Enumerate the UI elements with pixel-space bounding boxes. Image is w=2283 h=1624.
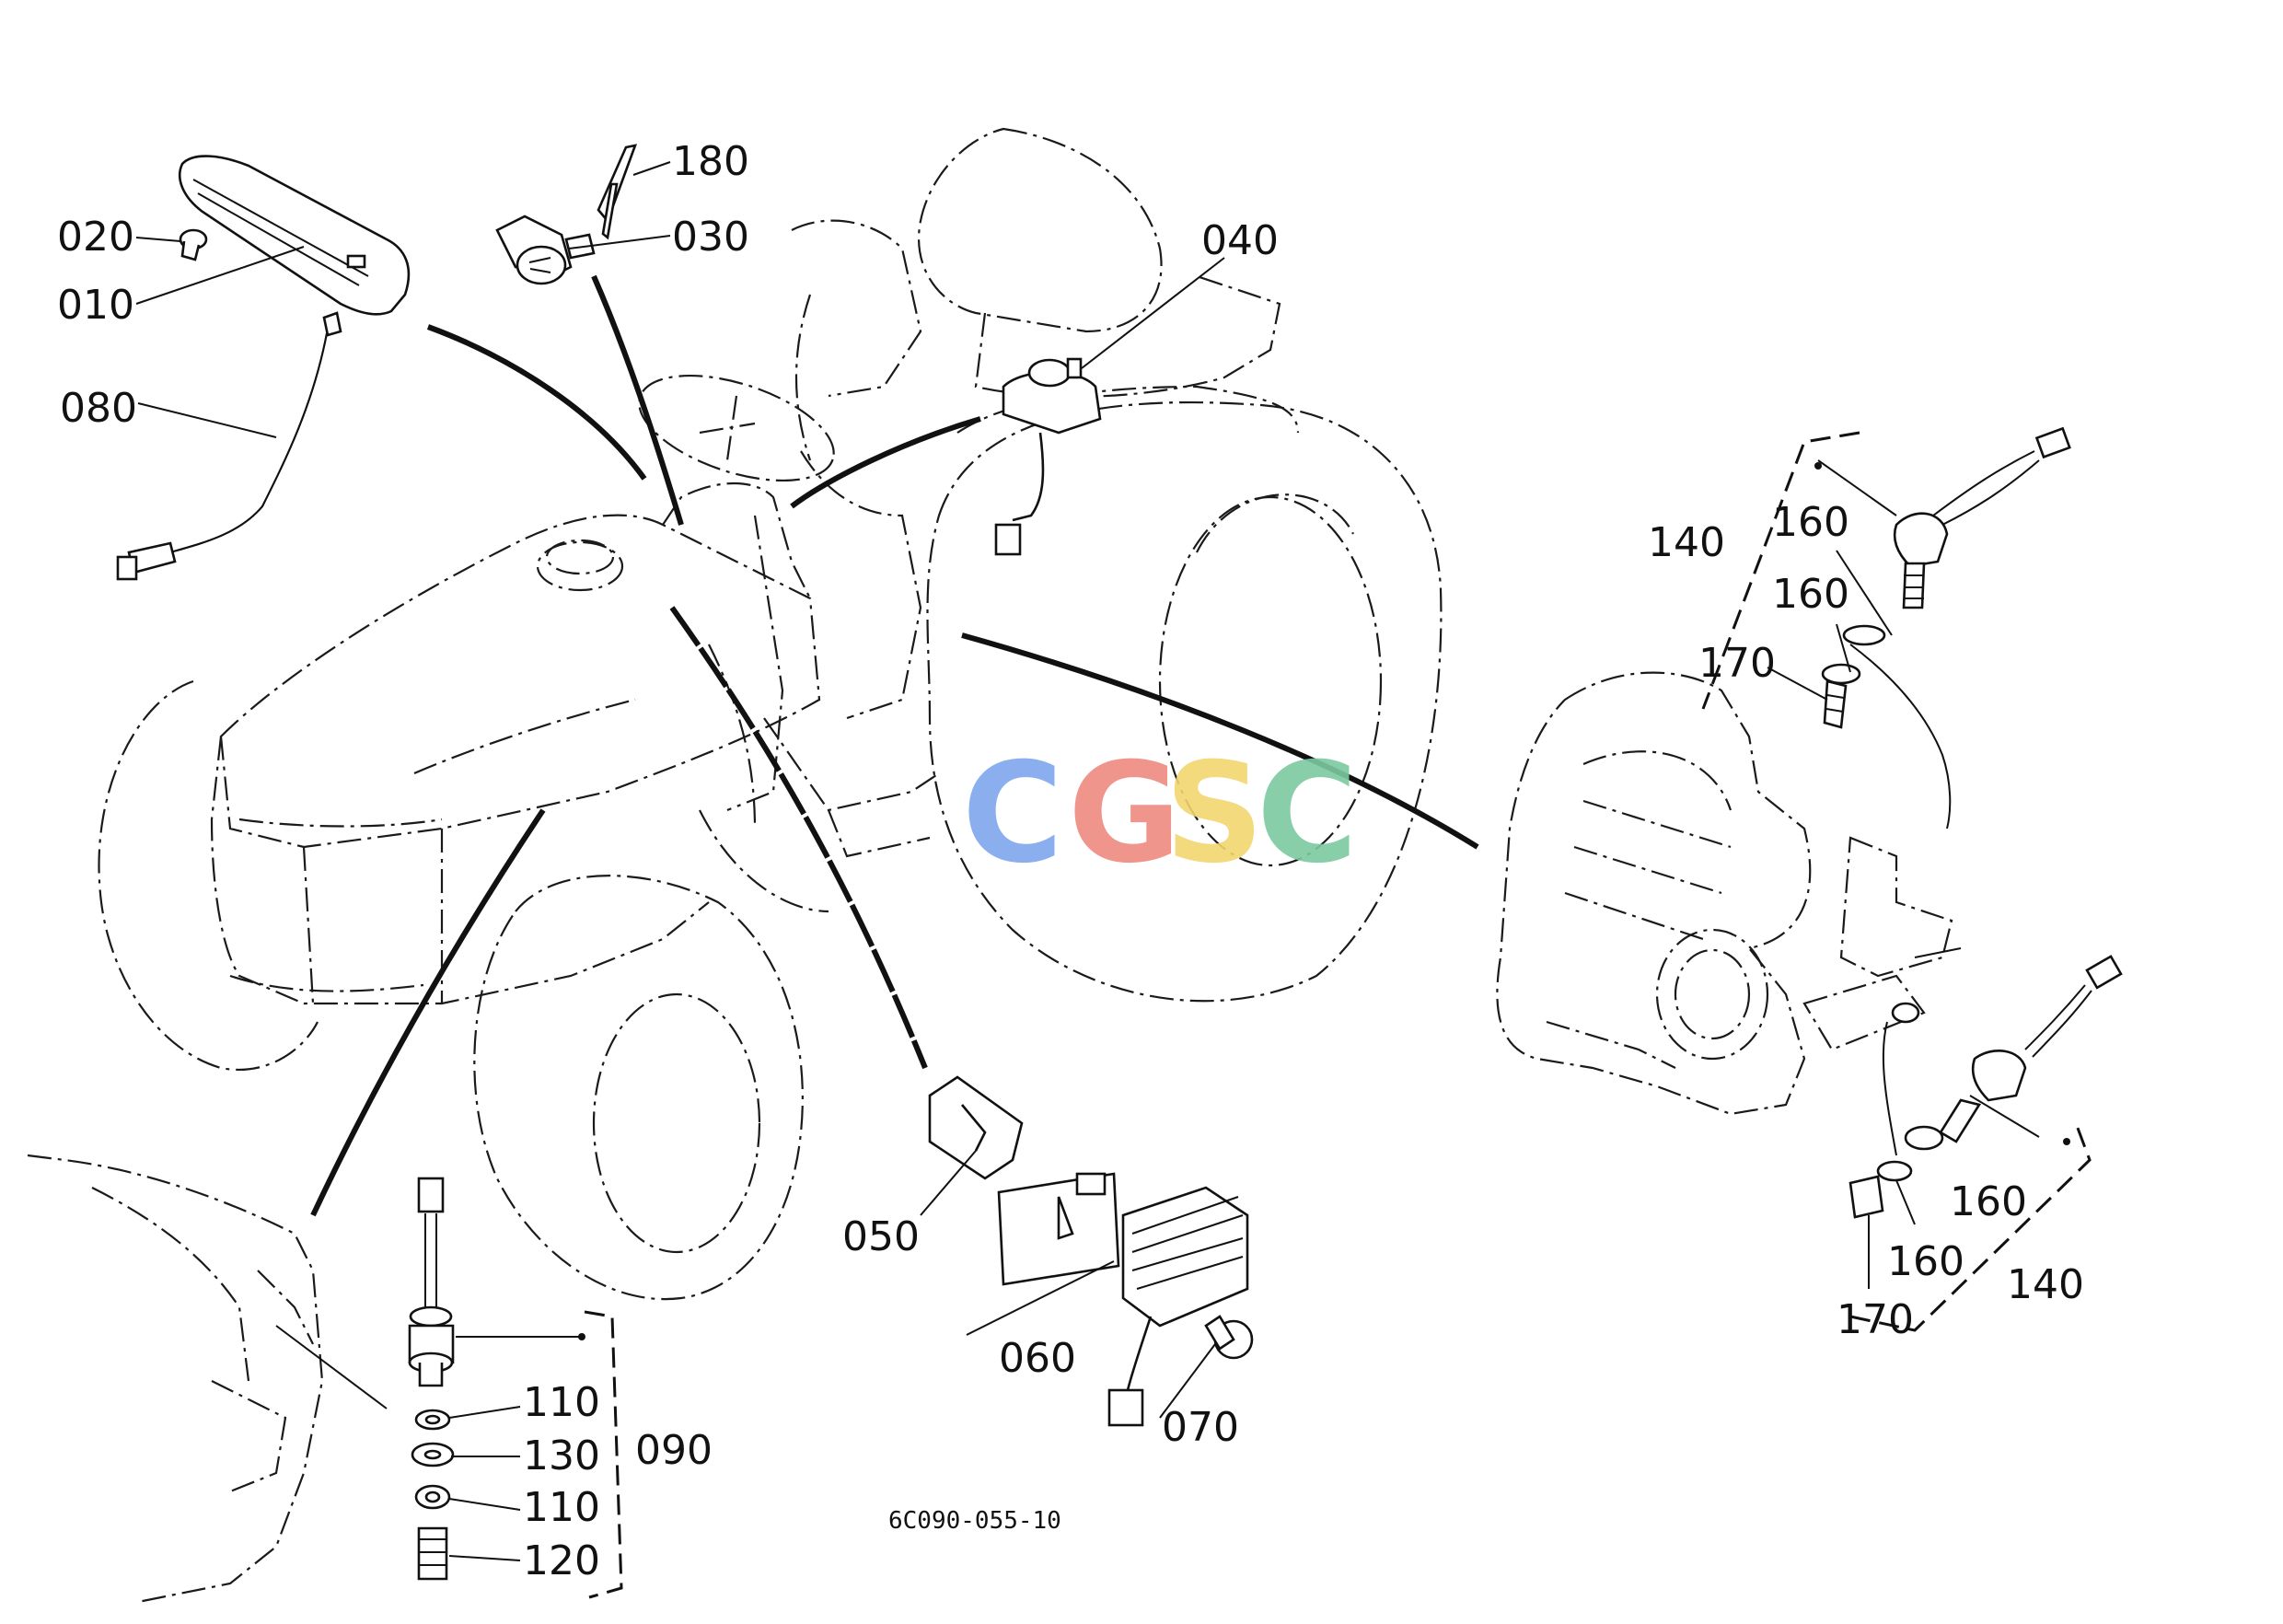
callout-140-upper: 140 — [1648, 519, 1725, 566]
callout-020: 020 — [57, 214, 134, 261]
callout-160-lower-a: 160 — [1950, 1178, 2027, 1225]
watermark-letter-g: G — [1068, 734, 1181, 894]
part-110-washer-top — [414, 1409, 451, 1431]
part-040-key-switch — [994, 357, 1102, 556]
callout-110-top: 110 — [523, 1379, 600, 1426]
callout-leaders — [135, 161, 2040, 1561]
callout-160-upper-b: 160 — [1772, 571, 1849, 618]
part-030-switch — [495, 215, 596, 285]
callout-050: 050 — [842, 1213, 920, 1260]
callout-140-lower: 140 — [2007, 1261, 2084, 1308]
part-050-relay — [928, 1075, 1024, 1180]
part-090-sensor — [408, 1177, 455, 1387]
tractor-outline — [98, 127, 1443, 1301]
watermark-letter-c2: C — [1257, 734, 1358, 894]
connector-lines — [310, 274, 1479, 1217]
callout-080: 080 — [60, 385, 137, 432]
watermark-letter-s: S — [1165, 734, 1264, 894]
callout-040: 040 — [1201, 217, 1279, 264]
callout-120: 120 — [523, 1537, 600, 1584]
callout-170-upper: 170 — [1698, 640, 1776, 687]
group-brackets — [584, 431, 2092, 1599]
callout-160-upper-a: 160 — [1772, 499, 1849, 546]
callout-030: 030 — [672, 214, 749, 261]
part-010-panel-cover — [178, 155, 411, 316]
callout-110-bottom: 110 — [523, 1484, 600, 1531]
watermark-logo: C G S C — [962, 734, 1358, 894]
callout-130: 130 — [523, 1433, 600, 1479]
part-120-plug — [417, 1526, 448, 1581]
callout-180: 180 — [672, 138, 749, 185]
part-020-screw — [179, 228, 208, 261]
part-060-regulator — [997, 1172, 1249, 1427]
callout-060: 060 — [999, 1335, 1076, 1382]
watermark-letter-c1: C — [962, 734, 1063, 894]
part-070-bolt — [1204, 1315, 1254, 1360]
anchor-dot-090 — [578, 1333, 585, 1340]
callout-070: 070 — [1162, 1404, 1239, 1451]
callout-170-lower: 170 — [1837, 1296, 1914, 1343]
part-160-170-switch-upper — [1821, 426, 2071, 829]
part-110-washer-bottom — [414, 1484, 451, 1510]
drawing-reference-code: 6C090-055-10 — [888, 1507, 1061, 1535]
callout-010: 010 — [57, 282, 134, 329]
callout-160-lower-b: 160 — [1887, 1238, 1964, 1285]
callout-090: 090 — [635, 1427, 713, 1474]
callout-labels: 020 010 080 180 030 040 140 160 160 170 … — [57, 138, 2084, 1584]
part-180-clip — [597, 144, 638, 240]
left-housing-outline — [27, 1154, 388, 1604]
anchor-dot-140-upper — [1814, 462, 1822, 470]
anchor-dot-140-lower — [2063, 1138, 2070, 1145]
part-160-170-switch-lower — [1848, 955, 2123, 1219]
right-housing — [1496, 671, 1962, 1116]
part-080-cable — [116, 311, 342, 581]
part-130-washer — [411, 1442, 455, 1467]
